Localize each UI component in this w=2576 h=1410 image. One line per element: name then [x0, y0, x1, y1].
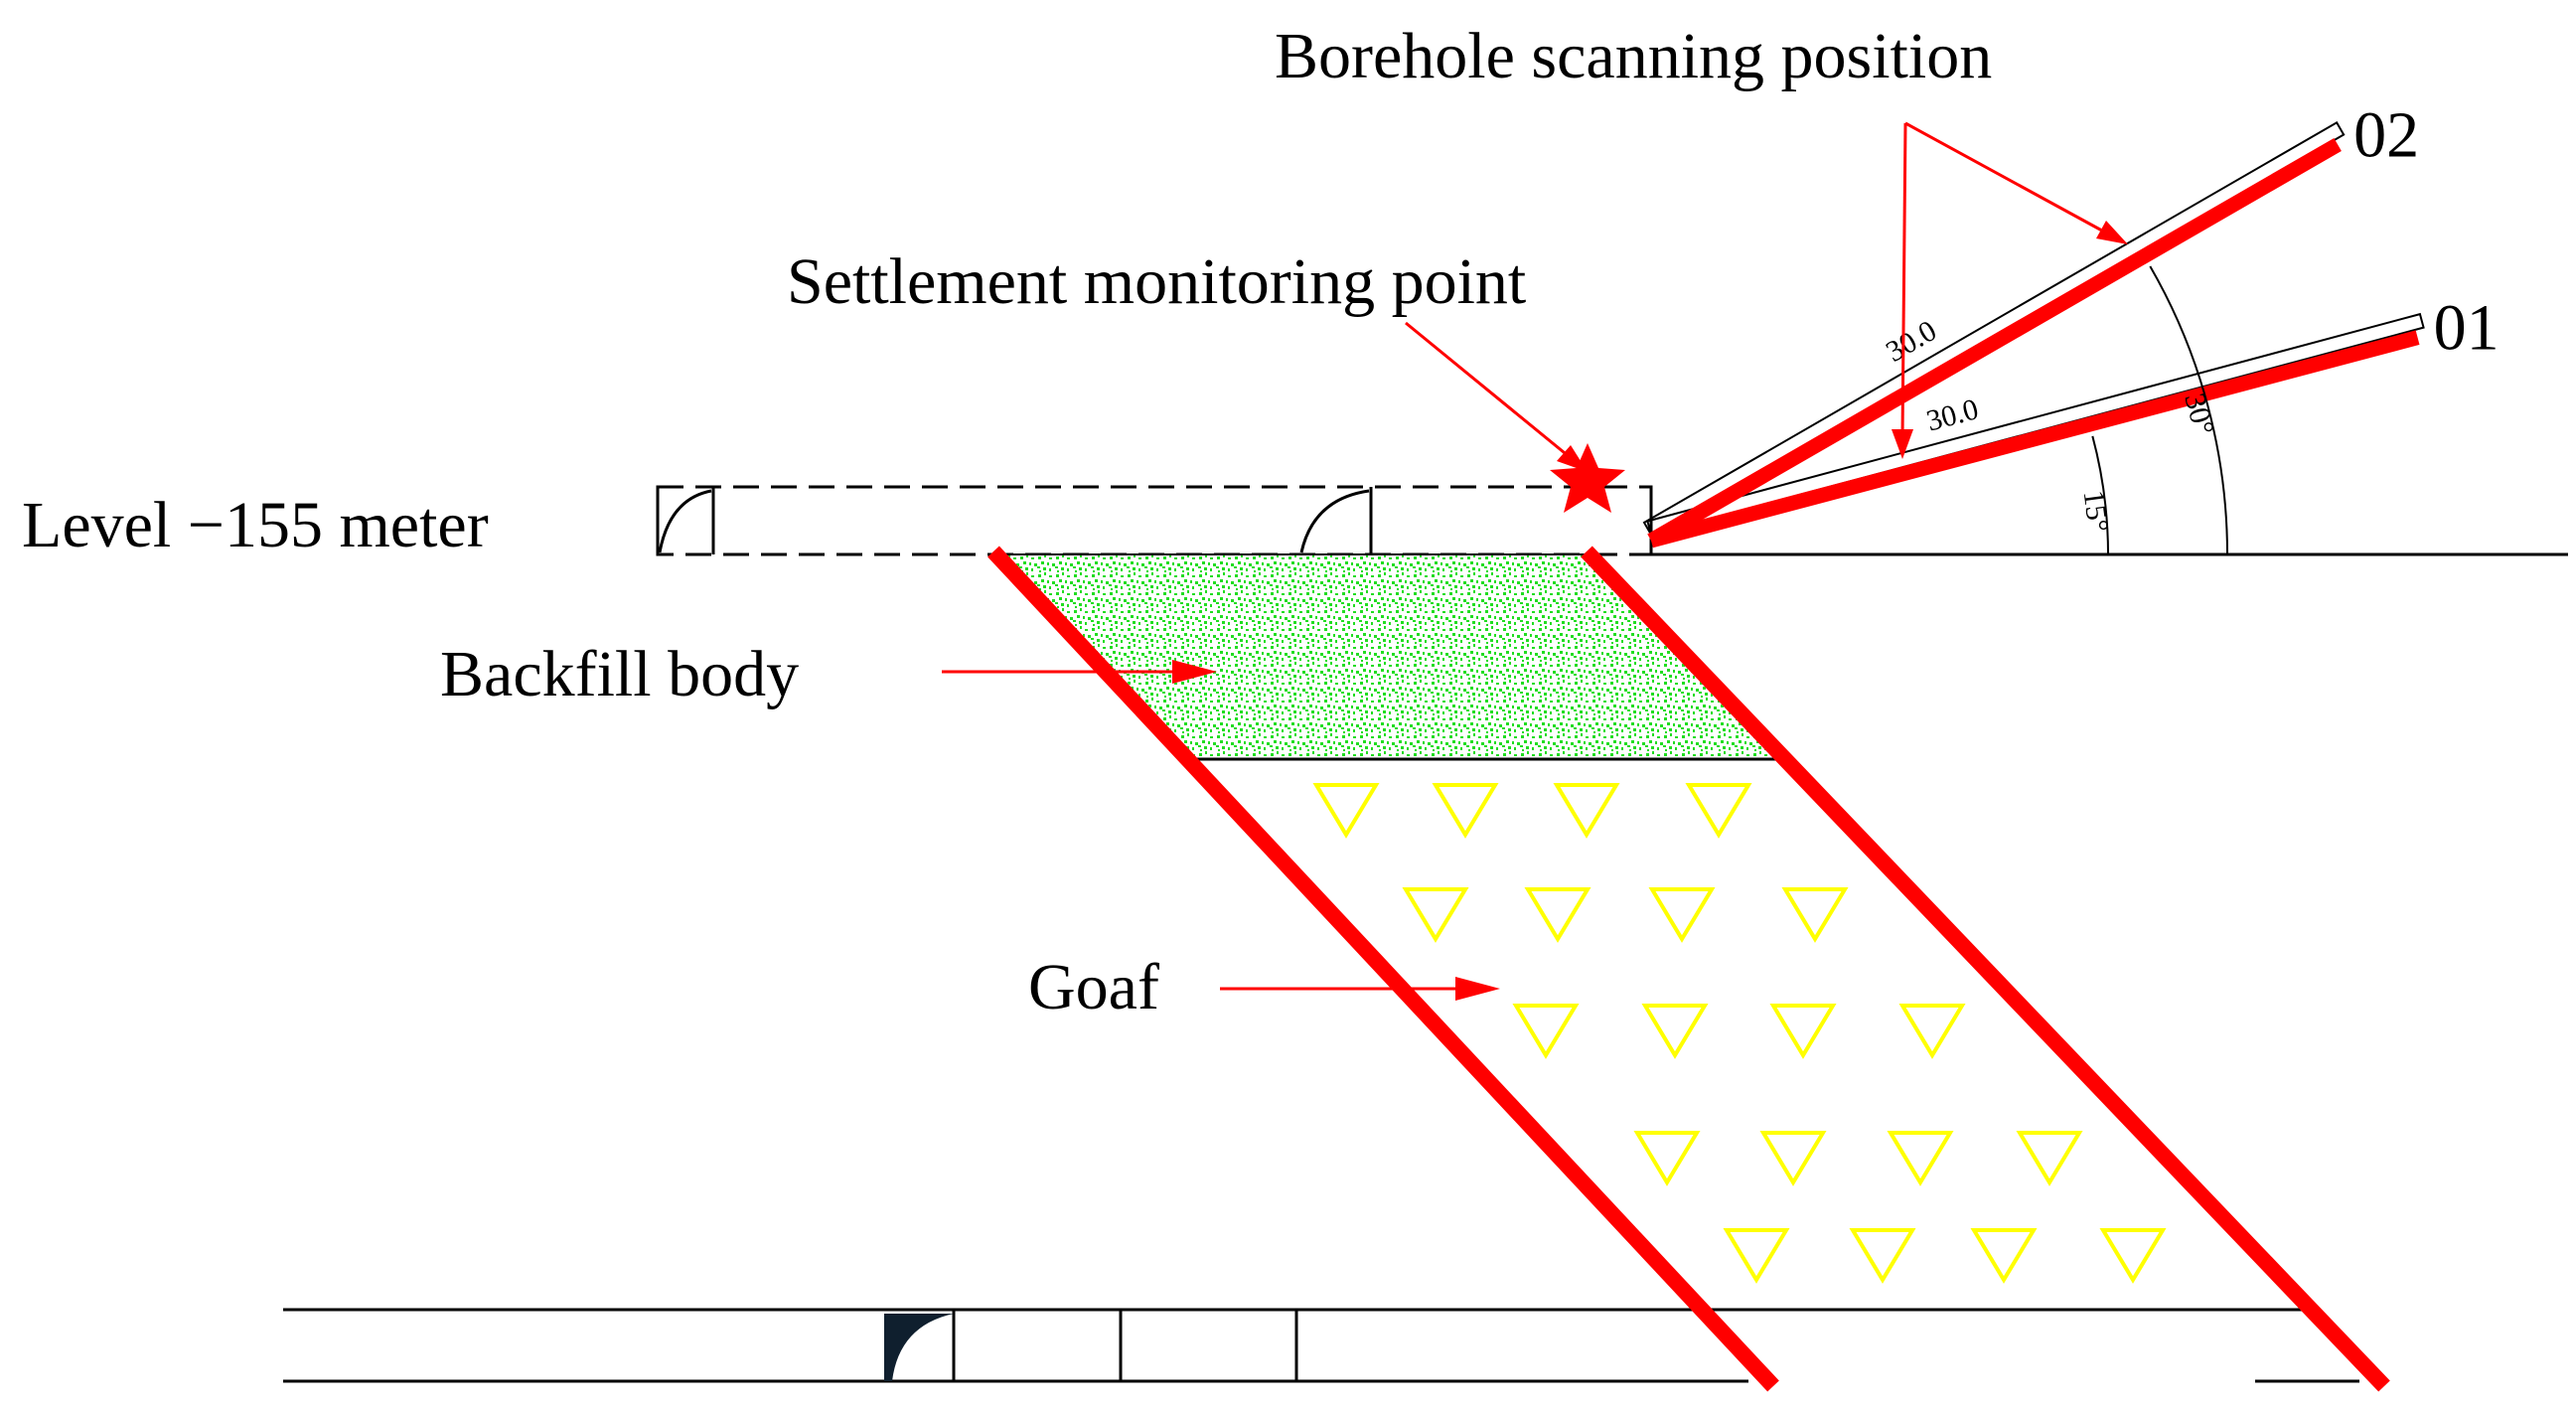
settlement-monitoring-point-label: Settlement monitoring point — [787, 245, 1526, 318]
angle-arc — [2091, 435, 2109, 555]
borehole-length-label: 30.0 — [1923, 392, 1982, 437]
lower-roadway — [283, 1308, 2359, 1383]
triangle-down-icon — [1648, 887, 1716, 943]
triangle-down-icon — [1781, 887, 1849, 943]
triangle-down-icon — [1970, 1228, 2038, 1284]
lower-roadway-support-icon — [884, 1314, 954, 1381]
level-label: Level −155 meter — [22, 489, 489, 561]
triangle-down-icon — [1769, 1004, 1837, 1059]
triangle-down-icon — [1898, 1004, 1966, 1059]
triangle-down-icon — [2099, 1228, 2167, 1284]
backfill-body — [990, 553, 1781, 760]
triangle-down-icon — [1312, 783, 1380, 839]
triangle-down-icon — [1685, 783, 1752, 839]
annotation-arrowheads — [1172, 221, 2128, 1001]
angle-label: 15° — [2077, 488, 2115, 534]
triangle-down-icon — [1402, 887, 1469, 943]
borehole-outline — [1642, 121, 2346, 537]
triangle-down-icon — [1524, 887, 1591, 943]
borehole-id-label: 01 — [2434, 292, 2500, 365]
triangle-down-icon — [1553, 783, 1620, 839]
borehole-id-label: 02 — [2353, 99, 2419, 172]
star-icon — [1550, 443, 1625, 513]
ore-body-hanging-wall — [987, 546, 1779, 1392]
triangle-down-icon — [1641, 1004, 1709, 1059]
backfill-body-label: Backfill body — [440, 638, 799, 710]
goaf-markers — [1312, 783, 2167, 1284]
upper-roadway — [656, 485, 1653, 556]
annotation-arrows — [942, 121, 2112, 991]
triangle-down-icon — [1512, 1004, 1580, 1059]
triangle-down-icon — [1432, 783, 1499, 839]
borehole-scanning-position-label: Borehole scanning position — [1275, 20, 1992, 92]
triangle-down-icon — [2016, 1131, 2083, 1186]
borehole-length-label: 30.0 — [1881, 314, 1942, 369]
triangle-down-icon — [1633, 1131, 1701, 1186]
triangle-down-icon — [1849, 1228, 1916, 1284]
borehole-01 — [1649, 330, 2420, 548]
borehole-outline — [1646, 312, 2425, 537]
triangle-down-icon — [1759, 1131, 1827, 1186]
goaf-label: Goaf — [1028, 951, 1159, 1023]
angle-arc — [2149, 265, 2228, 555]
triangle-down-icon — [1887, 1131, 1954, 1186]
ore-body-footwall — [1581, 546, 2390, 1392]
triangle-down-icon — [1723, 1228, 1790, 1284]
borehole-02 — [1647, 138, 2342, 548]
